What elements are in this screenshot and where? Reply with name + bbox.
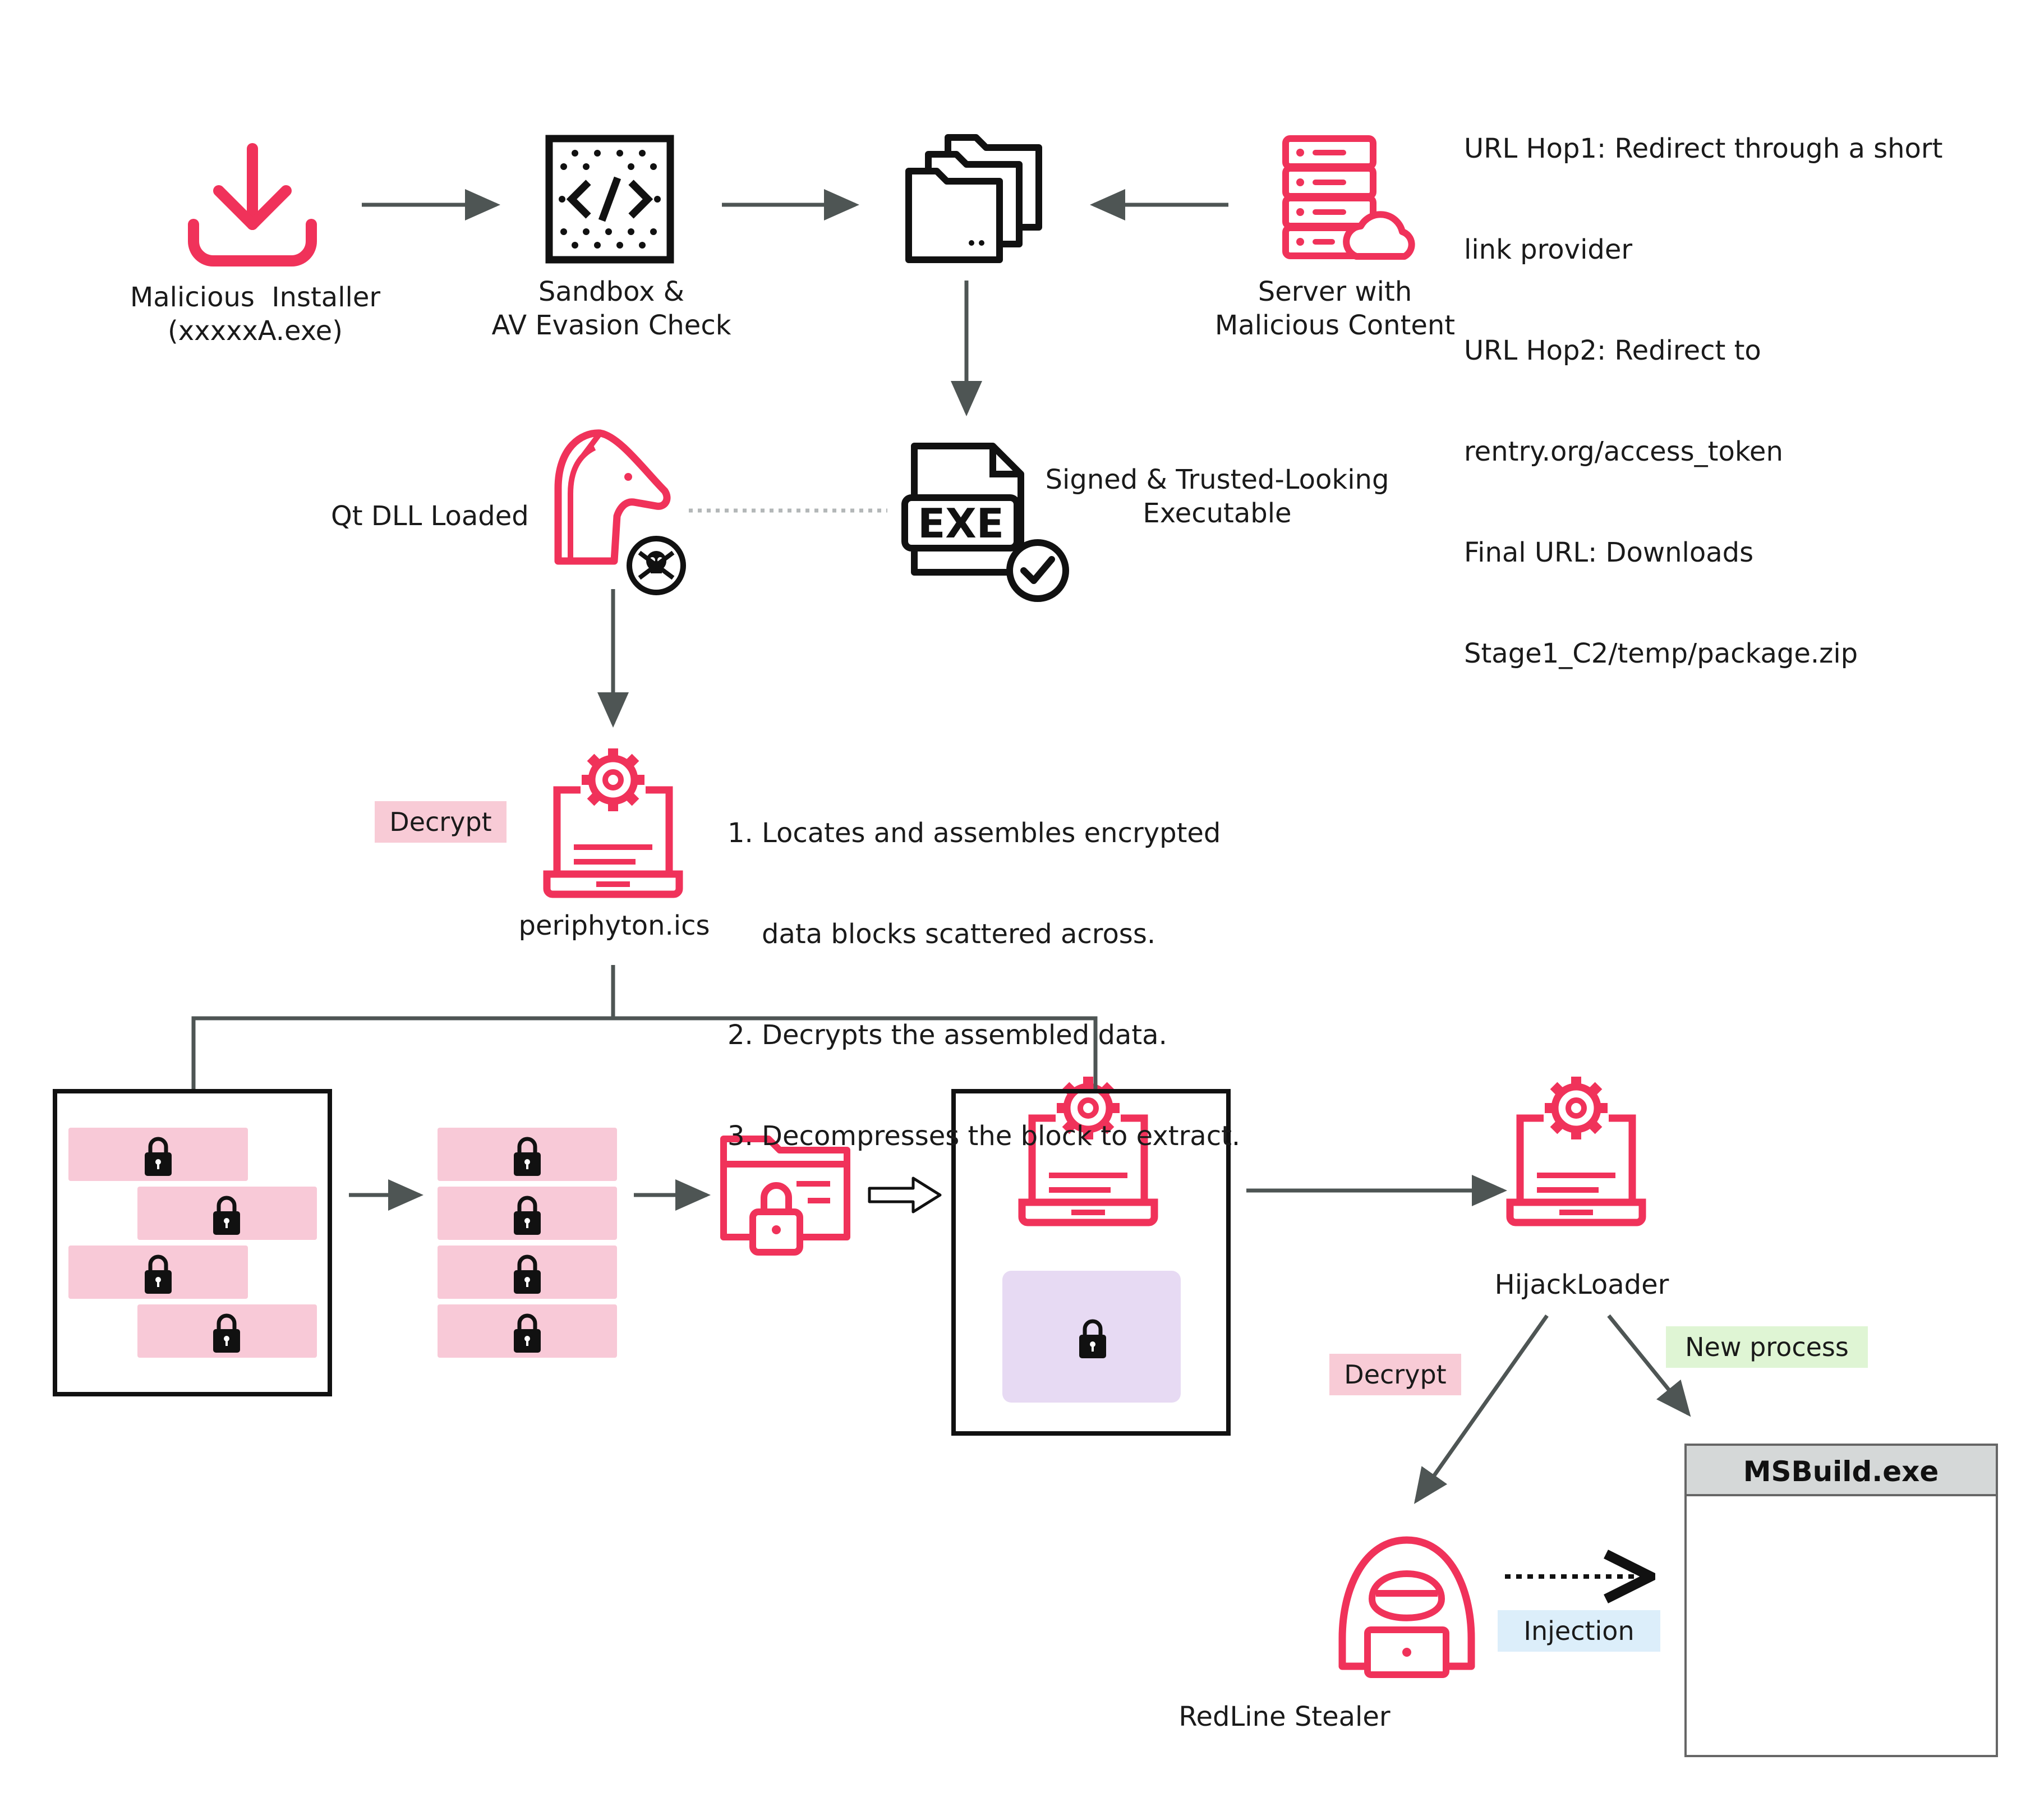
injection-tag: Injection	[1498, 1610, 1660, 1652]
sandbox-label: Sandbox & AV Evasion Check	[491, 276, 731, 341]
qt-dll-label: Qt DLL Loaded	[331, 500, 529, 532]
trojan-horse-icon	[554, 429, 686, 595]
hijackloader-label: HijackLoader	[1494, 1269, 1669, 1300]
connectors	[191, 189, 1691, 1504]
laptop-gear-icon	[547, 747, 679, 894]
decrypt-tag-bottom: Decrypt	[1329, 1354, 1461, 1395]
url-note-line: Final URL: Downloads	[1464, 537, 1754, 568]
new-process-tag: New process	[1666, 1326, 1868, 1368]
exe-file-verified-icon: EXE	[901, 443, 1069, 602]
decrypted-payload-box	[951, 1089, 1231, 1436]
scattered-blocks	[68, 1128, 317, 1358]
hacker-icon	[1338, 1536, 1475, 1678]
signed-exe-label: Signed & Trusted-Looking Executable	[1045, 464, 1389, 529]
url-note-line: Stage1_C2/temp/package.zip	[1464, 638, 1858, 669]
step-line: 2. Decrypts the assembled data.	[728, 1019, 1167, 1051]
installer-label: Malicious Installer (xxxxxA.exe)	[130, 282, 381, 347]
msbuild-title: MSBuild.exe	[1743, 1455, 1939, 1488]
url-note-line: rentry.org/access_token	[1464, 436, 1783, 467]
decrypt-steps: 1. Locates and assembles encrypted data …	[728, 749, 1240, 1187]
url-note-line: URL Hop1: Redirect through a short	[1464, 133, 1943, 164]
scattered-blocks-box	[53, 1089, 332, 1396]
step-line: data blocks scattered across.	[728, 918, 1156, 950]
server-cloud-icon	[1282, 135, 1415, 260]
locked-folder-icon	[720, 1136, 850, 1256]
laptop-gear-icon	[1510, 1076, 1642, 1222]
folders-icon	[905, 134, 1042, 263]
code-sandbox-icon	[545, 135, 674, 264]
exe-icon-label: EXE	[918, 500, 1004, 547]
decrypt-tag-top: Decrypt	[375, 801, 507, 843]
msbuild-window	[1684, 1444, 1998, 1757]
hollow-arrow	[868, 1176, 942, 1214]
redline-label: RedLine Stealer	[1178, 1701, 1391, 1732]
download-icon	[188, 143, 317, 266]
msbuild-titlebar	[1684, 1444, 1998, 1496]
url-note-line: URL Hop2: Redirect to	[1464, 335, 1761, 366]
url-note-line: link provider	[1464, 234, 1633, 265]
server-label: Server with Malicious Content	[1214, 276, 1456, 341]
step-line: 3. Decompresses the block to extract.	[728, 1120, 1241, 1152]
url-notes: URL Hop1: Redirect through a short link …	[1464, 65, 1942, 704]
step-line: 1. Locates and assembles encrypted	[728, 817, 1221, 849]
periphyton-label: periphyton.ics	[518, 910, 710, 941]
